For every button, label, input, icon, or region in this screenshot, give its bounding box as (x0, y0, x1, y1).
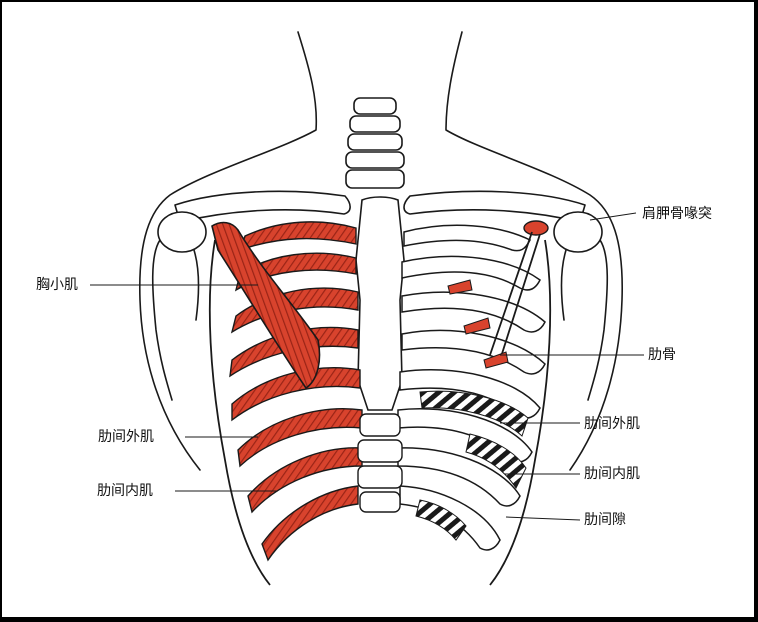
cervical-spine (345, 97, 405, 189)
leader-lines (90, 212, 644, 521)
clavicle-left (174, 190, 351, 223)
tendon-lines (489, 231, 541, 361)
external-intercostal-right-patch (419, 390, 529, 437)
neck-outline-right (445, 31, 624, 471)
label-external-intercostal-right: 肋间外肌 (584, 416, 640, 432)
label-internal-intercostal-right: 肋间内肌 (584, 466, 640, 482)
attachment-2 (463, 317, 491, 335)
attachment-1 (447, 279, 473, 295)
label-internal-intercostal-left: 肋间内肌 (97, 483, 153, 499)
label-coracoid-process: 肩胛骨喙突 (642, 206, 712, 222)
label-external-intercostal-left: 肋间外肌 (98, 429, 154, 445)
clavicle-right (403, 190, 586, 223)
coracoid-process (523, 220, 549, 236)
shoulder-joint-right (553, 211, 603, 253)
pectoralis-minor-muscle (211, 221, 321, 390)
ribs-left-muscles (229, 221, 363, 562)
thoracic-spine (357, 413, 403, 513)
label-rib: 肋骨 (648, 347, 676, 363)
neck-outline (138, 31, 318, 471)
internal-intercostal-right-patch-2 (415, 499, 467, 541)
label-intercostal-space: 肋间隙 (584, 512, 626, 528)
ribcage-outline (208, 239, 552, 586)
attachment-3 (483, 351, 509, 369)
label-pectoralis-minor: 胸小肌 (36, 277, 78, 293)
shoulder-joint-left (157, 211, 207, 253)
sternum (355, 196, 405, 411)
